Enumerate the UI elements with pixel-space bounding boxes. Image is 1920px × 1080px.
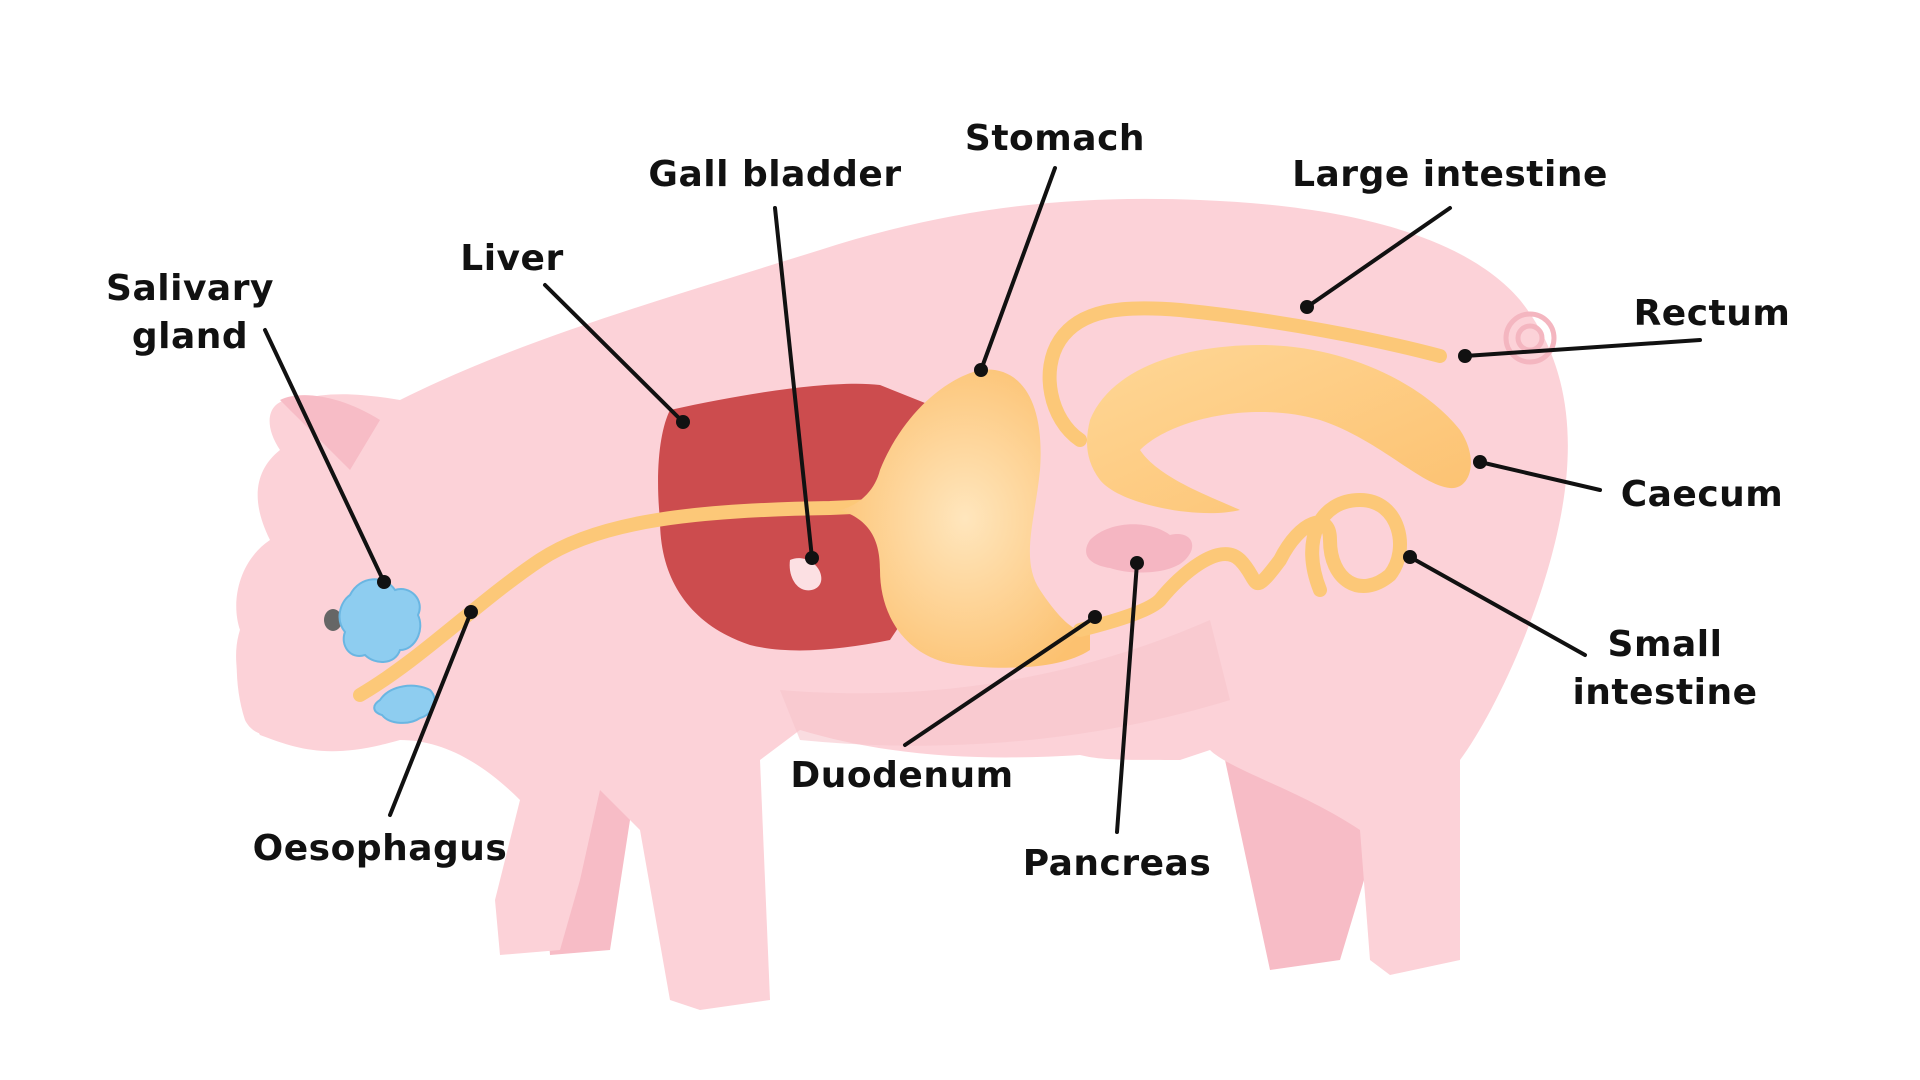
label-large-intestine: Large intestine (1292, 154, 1608, 195)
labels: Salivary gland Liver Gall bladder Stomac… (106, 118, 1790, 884)
salivary-gland (338, 578, 422, 663)
label-duodenum: Duodenum (790, 755, 1013, 796)
liver (658, 383, 953, 651)
pig-belly-shade (780, 620, 1230, 746)
pig-snout (236, 610, 300, 735)
label-salivary-line1: Salivary (106, 268, 274, 309)
label-salivary-line2: gland (132, 316, 248, 357)
caecum (1087, 345, 1471, 514)
large-intestine (1042, 301, 1447, 447)
gall-bladder (789, 558, 822, 591)
leader-lines (263, 166, 1702, 834)
label-pancreas: Pancreas (1023, 843, 1212, 884)
oesophagus (353, 498, 907, 702)
pig-eye (324, 609, 342, 631)
small-intestine (1073, 492, 1407, 637)
label-caecum: Caecum (1621, 474, 1784, 515)
stomach (840, 369, 1090, 668)
label-small-line2: intestine (1572, 672, 1757, 713)
label-small-line1: Small (1608, 624, 1723, 665)
pancreas (1086, 524, 1193, 573)
label-stomach: Stomach (965, 118, 1145, 159)
label-oesophagus: Oesophagus (253, 828, 508, 869)
salivary-gland-lower (373, 684, 436, 724)
label-rectum: Rectum (1634, 293, 1791, 334)
label-gall-bladder: Gall bladder (648, 154, 901, 195)
label-liver: Liver (460, 238, 563, 279)
